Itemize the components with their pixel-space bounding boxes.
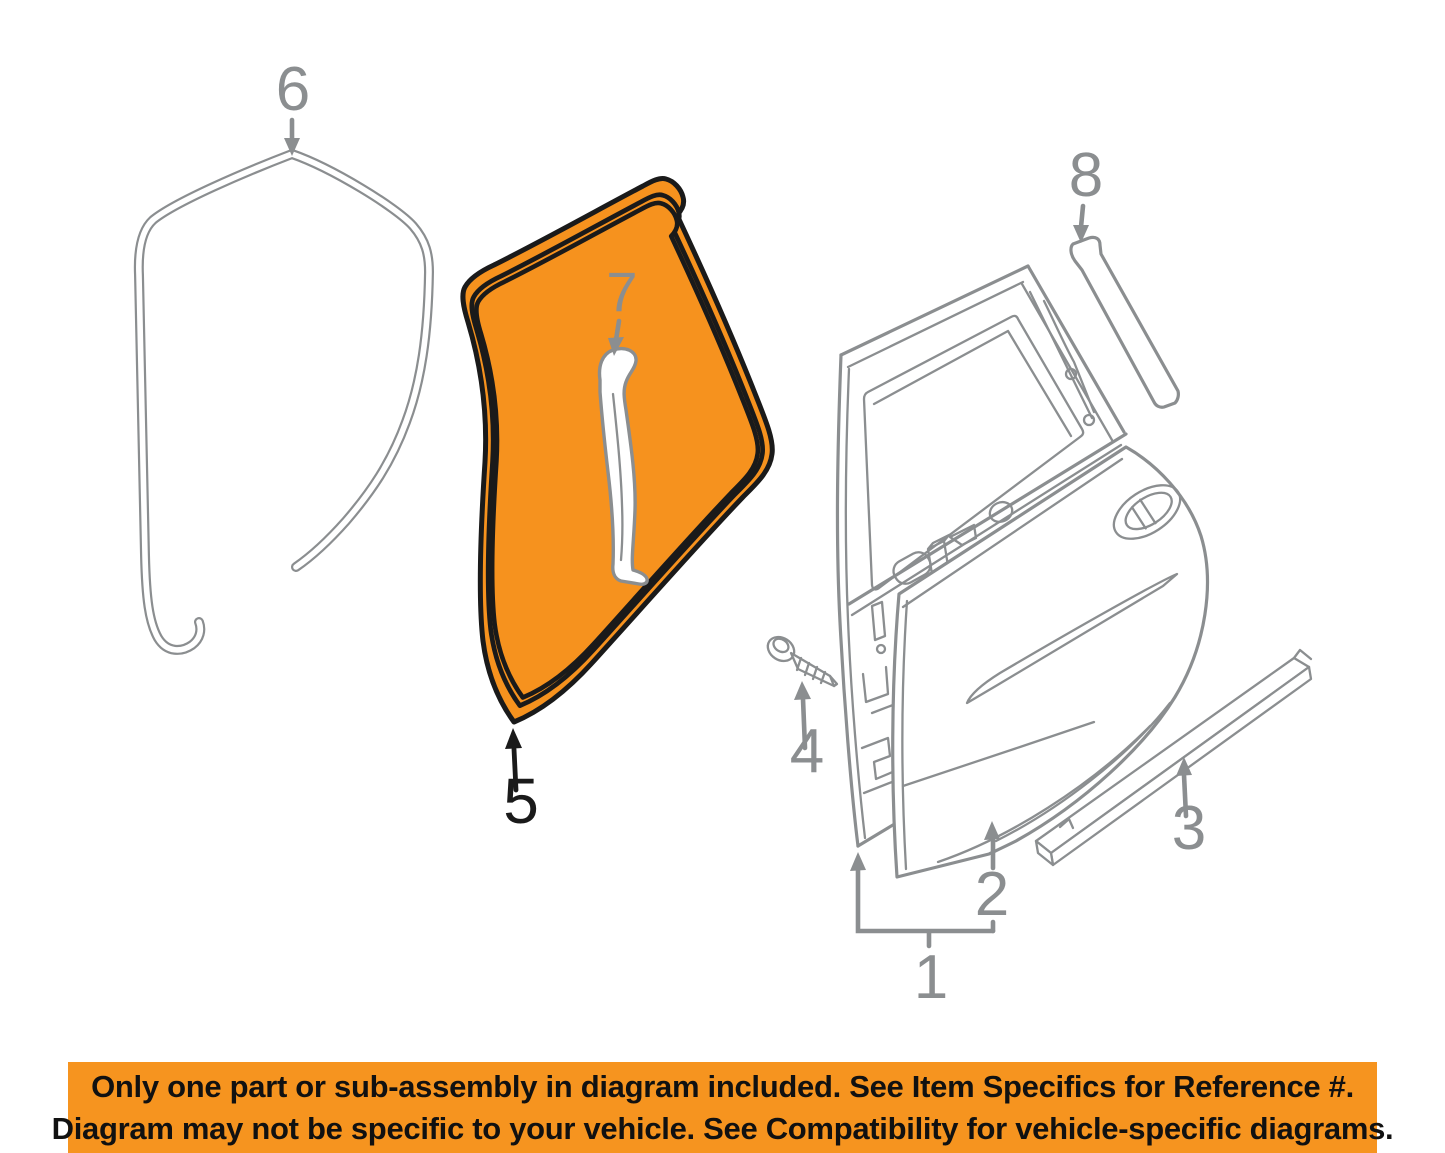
part-label-2: 2 — [975, 860, 1009, 929]
callout-arrow-7 — [613, 318, 622, 343]
outer-panel-top-inner — [901, 457, 1124, 609]
door-front-edge-inner — [844, 367, 867, 840]
pillar-hole — [1064, 367, 1078, 381]
weatherstrip-left-run — [133, 149, 297, 655]
pillar-bracket-edge — [1042, 299, 1096, 414]
molding-notch — [1058, 817, 1075, 830]
callout-arrowhead-6 — [284, 138, 300, 156]
pillar-hole — [1082, 413, 1096, 427]
callout-arrowhead-5 — [505, 728, 522, 749]
door-shell — [835, 264, 1128, 848]
callout-arrowhead-8 — [1073, 225, 1089, 243]
weatherstrip-right-core — [289, 151, 432, 570]
pillar-bracket-line — [1028, 290, 1094, 420]
callouts: 6 7 5 4 8 3 2 1 — [276, 55, 1206, 1012]
door-b-pillar-outer — [1026, 264, 1126, 434]
screw-head — [772, 637, 790, 654]
lock-hole — [988, 500, 1014, 524]
detail-line — [862, 780, 894, 795]
screw-tip — [828, 674, 839, 688]
screw — [766, 635, 839, 688]
callout-arrowhead-1 — [850, 852, 866, 871]
handle-bar — [1130, 498, 1157, 530]
applique-outline — [1069, 235, 1180, 409]
door-outer-panel — [891, 445, 1209, 879]
part-label-3: 3 — [1172, 794, 1206, 863]
outer-panel-left-inner — [901, 599, 909, 871]
pillar-trim-outline — [597, 346, 649, 586]
panel-contour-line — [936, 724, 1152, 864]
opening-weatherstrip — [133, 149, 434, 655]
callout-arrowhead-4 — [794, 681, 811, 700]
callout-bracket-1 — [855, 866, 996, 949]
detail-slot — [870, 600, 887, 642]
pillar-trim — [597, 346, 649, 586]
panel-crease-spear — [965, 572, 1179, 705]
molding-end-cap — [1034, 839, 1055, 867]
callout-arrow-8 — [1078, 203, 1086, 230]
outer-panel-body — [891, 445, 1209, 879]
screw-threads — [795, 656, 827, 685]
belt-step — [948, 523, 978, 547]
part-label-6: 6 — [276, 55, 310, 124]
window-opening — [862, 314, 1085, 591]
handle-oval — [1112, 484, 1182, 540]
detail-hole — [875, 643, 887, 655]
detail-bracket — [860, 736, 904, 781]
part-label-5: 5 — [503, 765, 539, 837]
callout-arrowhead-2 — [984, 821, 1000, 840]
part-label-1: 1 — [914, 943, 948, 1012]
door-front-edge — [835, 353, 860, 848]
panel-character-line — [901, 720, 1096, 788]
door-top-edge-inner — [846, 280, 1025, 369]
door-b-pillar-inner — [1020, 282, 1114, 442]
callout-arrow-5 — [511, 746, 519, 793]
part-label-4: 4 — [790, 717, 824, 786]
callout-arrowhead-3 — [1176, 757, 1192, 776]
belt-line-inner — [850, 443, 1123, 617]
window-inner-line — [872, 329, 1073, 438]
callout-arrow-3 — [1181, 772, 1189, 819]
part-label-7: 7 — [606, 260, 637, 323]
door-top-edge — [839, 264, 1030, 357]
notice-banner: Only one part or sub-assembly in diagram… — [52, 1062, 1394, 1153]
notice-line-1: Only one part or sub-assembly in diagram… — [91, 1068, 1354, 1104]
molding-end-step — [1292, 648, 1313, 661]
part-label-8: 8 — [1069, 141, 1103, 210]
panel-contour-line — [994, 701, 1172, 843]
pillar-trim-inner-line — [611, 392, 624, 562]
callout-arrowhead-7 — [608, 337, 624, 356]
callout-arrow-4 — [800, 696, 808, 751]
door-handle-recess — [1112, 484, 1182, 540]
weatherstrip-left-core — [136, 151, 295, 653]
notice-line-2: Diagram may not be specific to your vehi… — [51, 1110, 1394, 1146]
detail-bracket — [861, 665, 890, 704]
applique-strip — [1069, 235, 1180, 409]
